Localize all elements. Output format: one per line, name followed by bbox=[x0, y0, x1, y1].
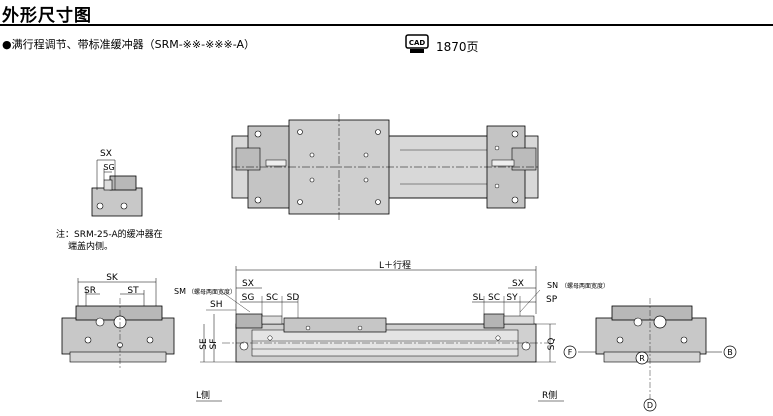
left-end-view: SK SR ST bbox=[61, 273, 175, 368]
buffer-detail-view: SX SG bbox=[91, 149, 143, 217]
note-line-2: 端盖内侧。 bbox=[68, 242, 114, 252]
marker-d-label: D bbox=[647, 401, 653, 410]
title-rule bbox=[0, 24, 773, 26]
dim-sc-right: SC bbox=[488, 293, 500, 303]
marker-f-label: F bbox=[568, 348, 573, 357]
dim-sf: SF bbox=[209, 339, 219, 350]
dim-se: SE bbox=[199, 338, 209, 350]
dim-sm-note: （螺母两面宽度） bbox=[188, 288, 236, 296]
dim-sm: SM bbox=[174, 287, 186, 296]
dim-sl: SL bbox=[473, 293, 484, 303]
marker-d bbox=[643, 398, 657, 412]
dim-sx-left: SX bbox=[242, 279, 254, 289]
dim-sq: SQ bbox=[547, 338, 557, 351]
dim-sx-small: SX bbox=[100, 149, 112, 159]
side-left-label: L侧 bbox=[196, 389, 210, 401]
drawing-subtitle: ●满行程调节、带标准缓冲器（SRM-※※-※※※-A） bbox=[2, 38, 255, 51]
dim-sp: SP bbox=[546, 295, 558, 305]
marker-b-label: B bbox=[727, 348, 733, 357]
dim-st: ST bbox=[127, 286, 139, 296]
marker-r bbox=[635, 351, 649, 365]
dim-sn-note: （螺母两面宽度） bbox=[561, 282, 609, 290]
dim-sk: SK bbox=[106, 273, 119, 283]
dim-sn: SN bbox=[547, 281, 558, 290]
page-title: 外形尺寸图 bbox=[2, 6, 92, 26]
dim-sy: SY bbox=[506, 293, 518, 303]
marker-b bbox=[723, 345, 737, 359]
dim-sh: SH bbox=[210, 300, 222, 310]
dim-sd: SD bbox=[287, 293, 300, 303]
dim-sg-small: SG bbox=[103, 163, 114, 172]
cad-label: CAD bbox=[409, 39, 426, 47]
buffer-note: 注：SRM-25-A的缓冲器在 端盖内侧。 bbox=[56, 229, 163, 253]
dim-sg-left: SG bbox=[242, 293, 255, 303]
top-view bbox=[231, 114, 539, 220]
dim-sc-left: SC bbox=[266, 293, 278, 303]
dim-stroke-length: L＋行程 bbox=[379, 259, 411, 271]
marker-f bbox=[563, 345, 577, 359]
right-end-view: F B R D bbox=[563, 298, 737, 412]
marker-r-label: R bbox=[639, 354, 645, 363]
cad-icon[interactable]: CAD bbox=[405, 34, 431, 54]
dim-sr: SR bbox=[84, 286, 96, 296]
cad-page-link[interactable]: 1870页 bbox=[436, 40, 479, 54]
front-view: L＋行程 SX SG SC SD SM （螺母两面宽度） SH SF SE SX… bbox=[174, 259, 609, 402]
dim-sx-right: SX bbox=[512, 279, 524, 289]
note-line-1: 注：SRM-25-A的缓冲器在 bbox=[56, 230, 163, 240]
side-right-label: R侧 bbox=[542, 389, 557, 401]
